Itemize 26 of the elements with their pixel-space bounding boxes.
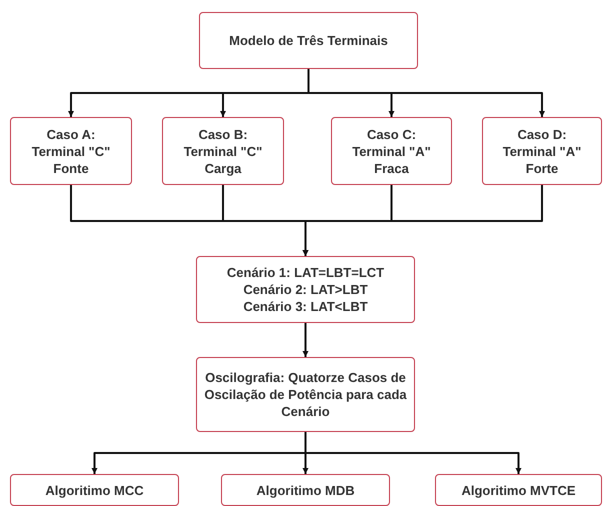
box-label: Caso C: Terminal "A" Fraca (351, 126, 432, 176)
arrow (302, 185, 543, 256)
process-box (10, 474, 179, 506)
process-box (331, 117, 452, 185)
process-box (199, 12, 418, 69)
box-label: Caso D: Terminal "A" Forte (502, 126, 582, 176)
box-label: Oscilografia: Quatorze Casos de Oscilação de Potência para cada Cenário (203, 369, 408, 420)
box-label: Algoritimo MDB (256, 482, 355, 498)
process-box (221, 474, 390, 506)
arrow (304, 432, 522, 474)
box-label: Caso B: Terminal "C" Carga (182, 126, 264, 176)
process-box (435, 474, 602, 506)
box-label: Cenário 1: LAT=LBT=LCT (226, 264, 384, 281)
box-label: Algoritimo MVTCE (461, 482, 576, 498)
box-label: Cenário 2: LAT>LBT (243, 281, 368, 298)
process-box (196, 256, 415, 323)
arrow (308, 69, 545, 117)
process-box (482, 117, 602, 185)
arrow (302, 323, 308, 357)
process-box (162, 117, 284, 185)
process-box (196, 357, 415, 432)
box-label: Modelo de Três Terminais (229, 32, 388, 49)
box-label: Cenário 3: LAT<LBT (243, 298, 368, 315)
process-box (10, 117, 132, 185)
box-label: Caso A: Terminal "C" Fonte (30, 126, 112, 176)
box-label: Algoritimo MCC (45, 482, 144, 498)
